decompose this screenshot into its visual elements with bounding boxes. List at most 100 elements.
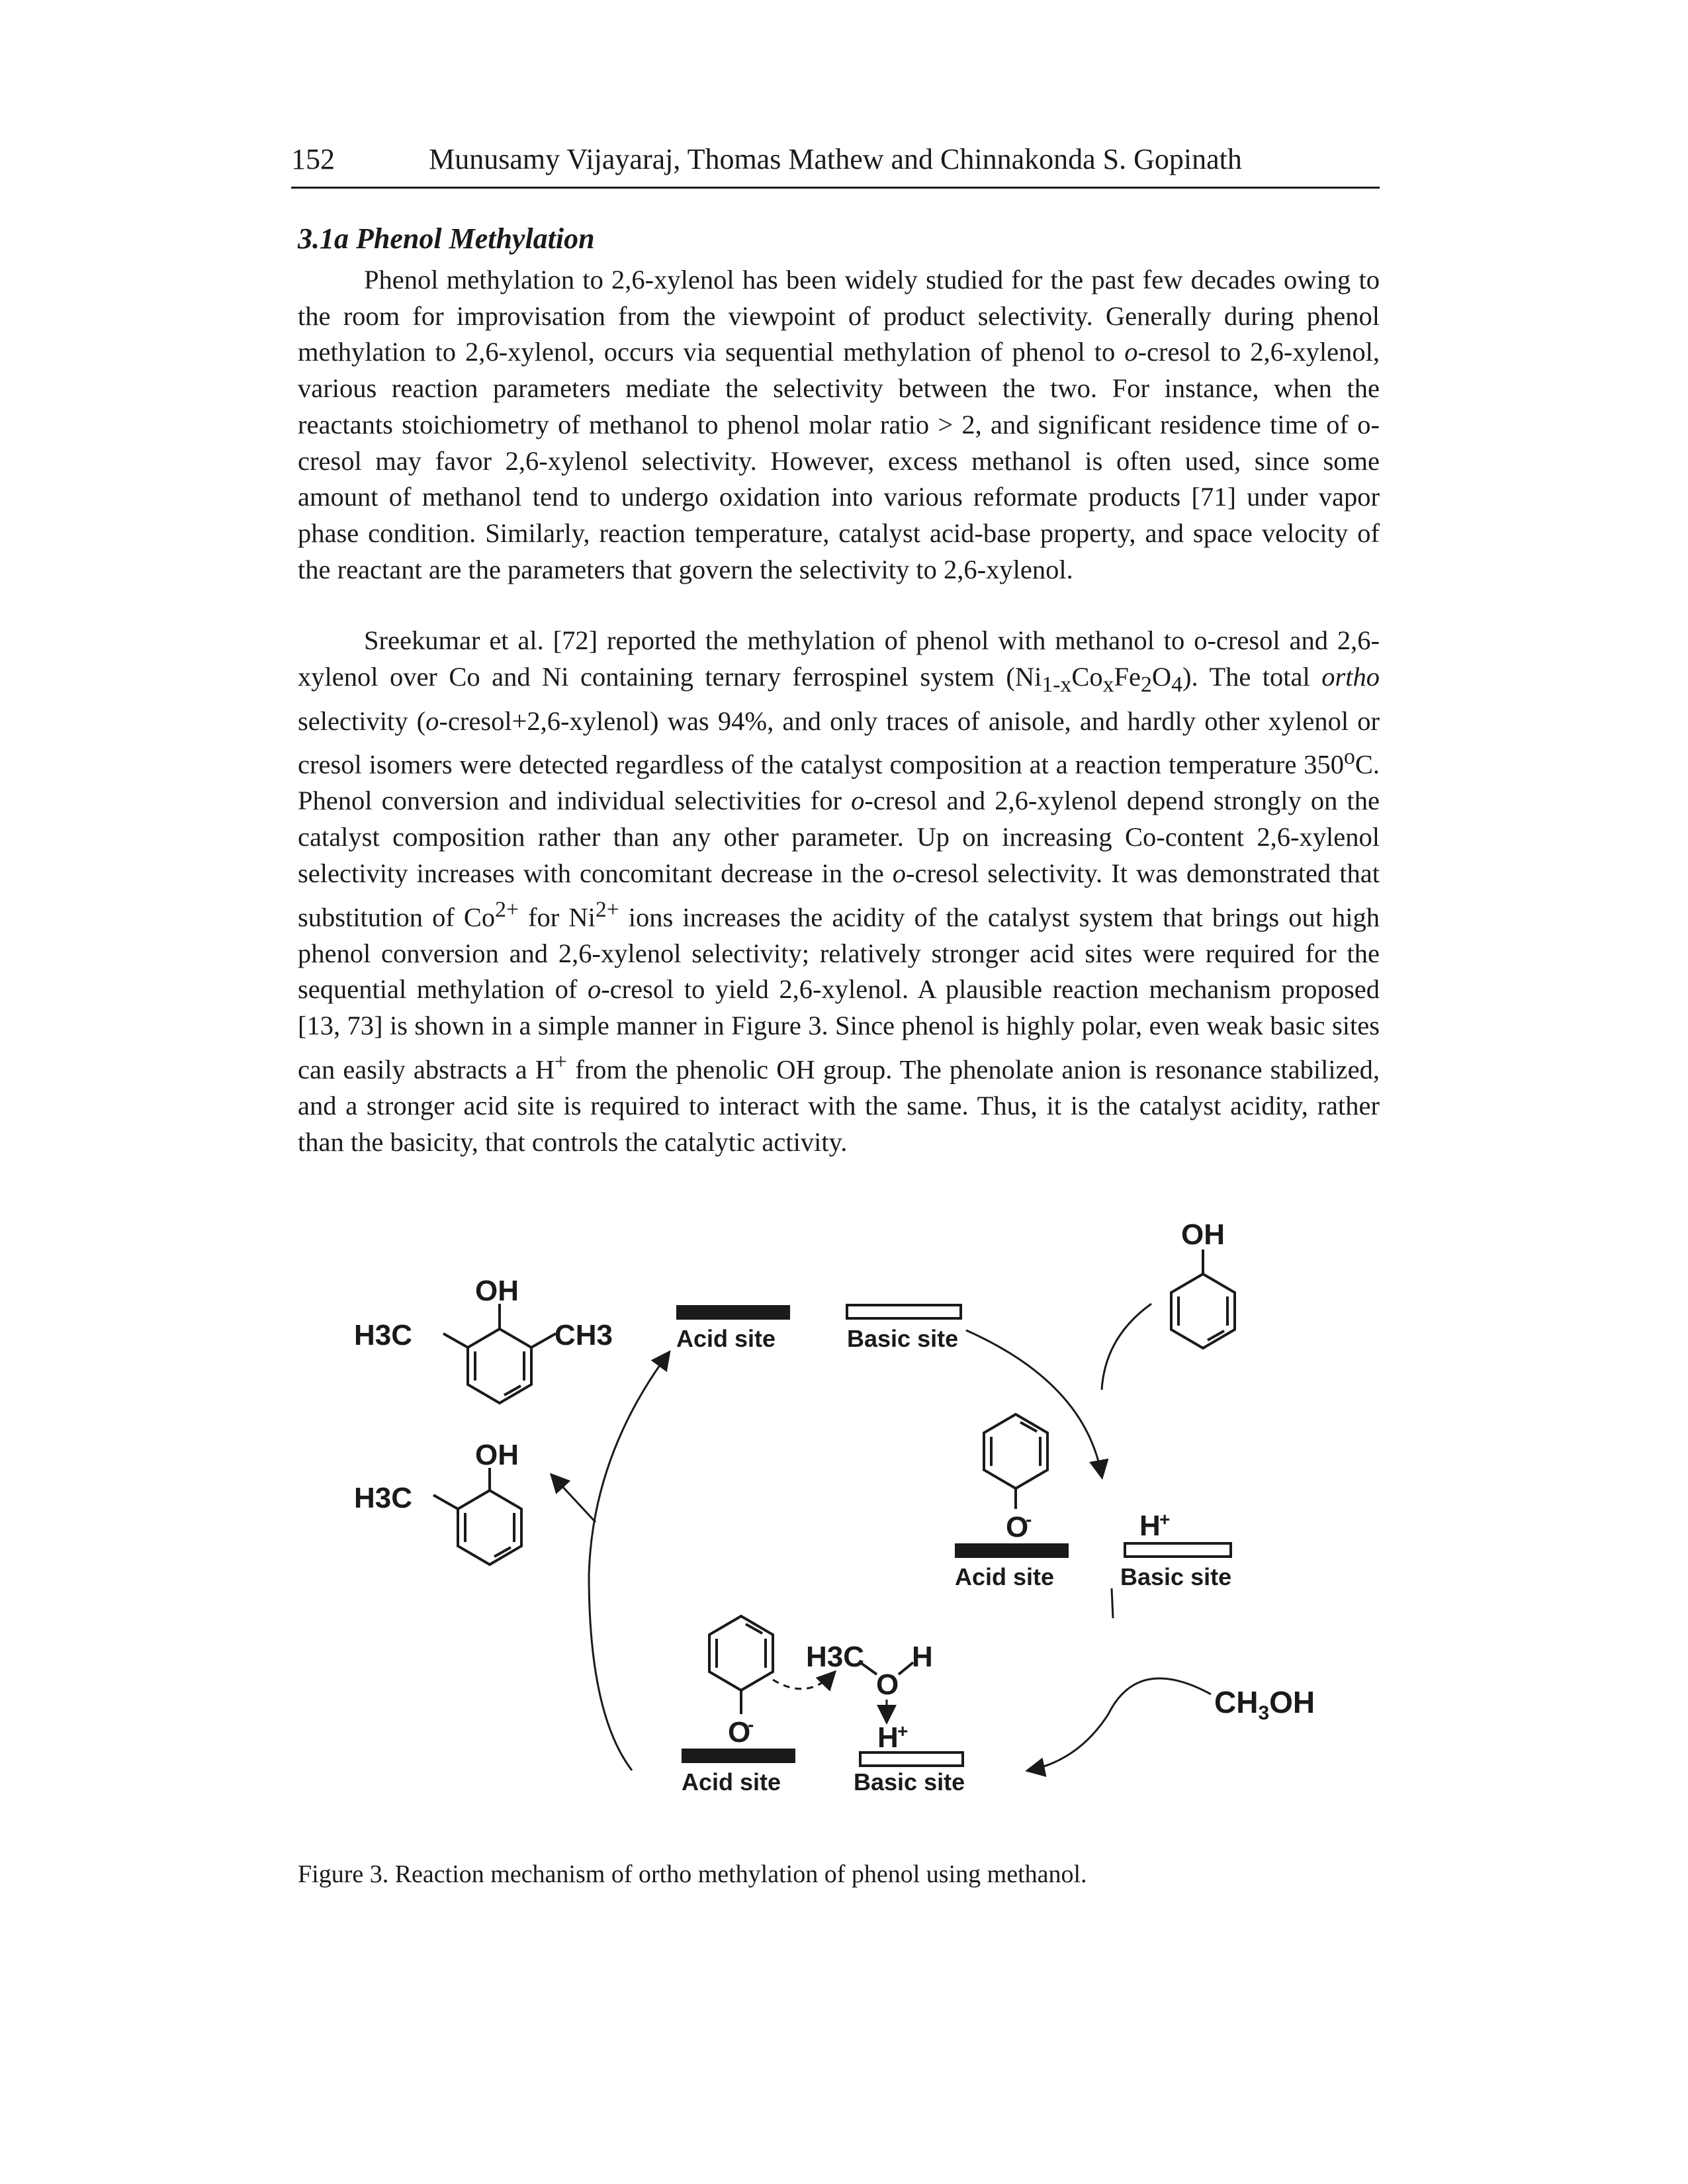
p2-italic-5: o [587, 974, 601, 1005]
p2-text-14: from the phenolic OH group. The phenolat… [298, 1054, 1380, 1157]
paragraph-1: Phenol methylation to 2,6-xylenol has be… [298, 262, 1380, 588]
p2-italic-2: o [425, 705, 439, 736]
xylenol-methyl-bond-left [443, 1332, 468, 1349]
p2-text-5: ). The total [1182, 661, 1322, 692]
cresol-ring [457, 1488, 523, 1567]
basic-site-bar-middle [1124, 1542, 1232, 1558]
methanol-c-o-bond [859, 1661, 878, 1676]
methanol-oh: OH [1269, 1685, 1315, 1719]
p2-sup-1: o [1343, 745, 1355, 770]
phenol-molecule: OH [1170, 1218, 1236, 1350]
phenolate-bottom-double-3 [745, 1623, 763, 1635]
proton-basic-site-middle: H + Basic site [1120, 1509, 1232, 1590]
xylenol-molecule: OH H3C CH3 [354, 1275, 613, 1405]
methanol-input-arrow [1025, 1677, 1212, 1777]
methanol-label: CH3OH [1214, 1685, 1315, 1724]
running-head: Munusamy Vijayaraj, Thomas Mathew and Ch… [429, 143, 1242, 175]
phenol-ring [1170, 1272, 1236, 1350]
p2-sub-3: 2 [1141, 672, 1152, 697]
proton-middle-h-label: H [1139, 1510, 1161, 1542]
xylenol-ring [466, 1327, 533, 1405]
p2-italic-3: o [851, 786, 865, 816]
p2-text-3: Fe [1114, 661, 1141, 692]
xylenol-methyl-bond-right [531, 1332, 556, 1349]
figure-caption: Figure 3. Reaction mechanism of ortho me… [298, 1860, 1087, 1888]
xylenol-double-bond-3 [504, 1385, 521, 1396]
methanol-h-label: H [912, 1641, 933, 1673]
phenolate-bottom: O - Acid site [682, 1614, 795, 1796]
section-title: 3.1a Phenol Methylation [298, 222, 595, 255]
header-rule [291, 187, 1380, 189]
phenolate-bottom-o-label: O [728, 1716, 750, 1749]
p2-text-11: for Ni [519, 902, 596, 933]
phenol-adsorption-arrow [965, 1329, 1109, 1480]
p2-text-9: -cresol and 2,6-xylenol depend strongly … [298, 786, 1380, 888]
methanol-adsorbed: H3C H O H + Basic site [772, 1641, 965, 1796]
phenol-double-bond-3 [1207, 1330, 1225, 1342]
paragraph-2: Sreekumar et al. [72] reported the methy… [298, 623, 1380, 1160]
p2-italic-4: o [892, 858, 906, 888]
phenolate-middle-double-3 [1020, 1421, 1038, 1433]
methanol-o-label: O [876, 1668, 899, 1701]
methanol-approach-line [1110, 1588, 1114, 1619]
p2-sup-3: 2+ [595, 897, 619, 922]
methanol-sub3: 3 [1258, 1702, 1269, 1724]
phenolate-middle-ring [983, 1412, 1049, 1490]
acid-site-bar-middle [955, 1543, 1069, 1558]
methanol-h3c-label: H3C [806, 1641, 864, 1673]
cresol-h3c-label: H3C [354, 1482, 412, 1514]
p2-text-8: C. Phenol conversion and individual sele… [298, 749, 1380, 816]
p2-italic-1: ortho [1321, 661, 1380, 692]
p2-text-6: selectivity ( [298, 705, 426, 736]
methyl-transfer-arrow [772, 1670, 837, 1692]
acid-site-label-middle: Acid site [955, 1563, 1054, 1590]
p2-sup-2: 2+ [495, 897, 519, 922]
p1-text-1: Phenol methylation to 2,6-xylenol has be… [298, 265, 1380, 367]
proton-bottom-plus: + [897, 1721, 908, 1741]
acid-site-label-top: Acid site [676, 1325, 776, 1352]
phenolate-bottom-ring [708, 1614, 774, 1692]
phenolate-middle-minus: - [1026, 1509, 1032, 1529]
basic-site-bar-top [846, 1304, 962, 1320]
p2-sub-1: 1-x [1042, 672, 1072, 697]
methanol-ch: CH [1214, 1685, 1258, 1719]
page-header: 152 Munusamy Vijayaraj, Thomas Mathew an… [291, 142, 1380, 182]
cresol-molecule: OH H3C [354, 1439, 523, 1567]
p2-text-10: -cresol selectivity. It was demonstrated… [298, 858, 1380, 933]
reaction-mechanism-figure: OH H3C CH3 OH H3C Acid site Basic site O… [331, 1191, 1363, 1820]
phenol-oh-label: OH [1181, 1218, 1225, 1251]
page-number: 152 [291, 143, 335, 175]
cresol-oh-label: OH [475, 1439, 519, 1471]
p2-text-4: O [1151, 661, 1172, 692]
phenol-input-curve [1100, 1302, 1152, 1390]
basic-site-bar-bottom [859, 1751, 964, 1767]
svg-text:CH3OH: CH3OH [1214, 1685, 1315, 1724]
acid-site-label-bottom: Acid site [682, 1768, 781, 1796]
xylenol-oh-label: OH [475, 1275, 519, 1307]
phenolate-middle: O - Acid site [955, 1412, 1069, 1590]
cresol-methyl-bond [433, 1494, 459, 1510]
xylenol-h3c-label: H3C [354, 1319, 412, 1351]
p2-text-12: ions increases the acidity of the cataly… [298, 902, 1380, 1005]
proton-bottom-h-label: H [877, 1721, 899, 1754]
methanol-o-h-bond [897, 1661, 914, 1676]
acid-site-bar-bottom [682, 1749, 795, 1763]
p2-text-13: -cresol to yield 2,6-xylenol. A plausibl… [298, 974, 1380, 1085]
p2-text-1: Sreekumar et al. [72] reported the methy… [298, 625, 1380, 692]
p2-text-7: -cresol+2,6-xylenol) was 94%, and only t… [298, 705, 1380, 780]
product-release-arrow [588, 1350, 671, 1771]
cresol-double-bond-3 [494, 1546, 511, 1558]
p1-text-2: -cresol to 2,6-xylenol, various reaction… [298, 337, 1380, 584]
p2-text-2: Co [1071, 661, 1103, 692]
phenolate-bottom-minus: - [748, 1714, 754, 1735]
reaction-mechanism-diagram: OH H3C CH3 OH H3C Acid site Basic site O… [354, 1218, 1315, 1796]
basic-site-label-middle: Basic site [1120, 1563, 1231, 1590]
basic-site-label-top: Basic site [847, 1325, 958, 1352]
phenolate-middle-o-label: O [1006, 1511, 1028, 1543]
acid-site-bar-top [676, 1305, 790, 1320]
p2-sub-2: x [1102, 672, 1114, 697]
xylenol-ch3-label: CH3 [555, 1319, 613, 1351]
p2-sub-4: 4 [1171, 672, 1183, 697]
cresol-release-arrow [549, 1473, 597, 1524]
proton-middle-plus: + [1159, 1509, 1170, 1529]
